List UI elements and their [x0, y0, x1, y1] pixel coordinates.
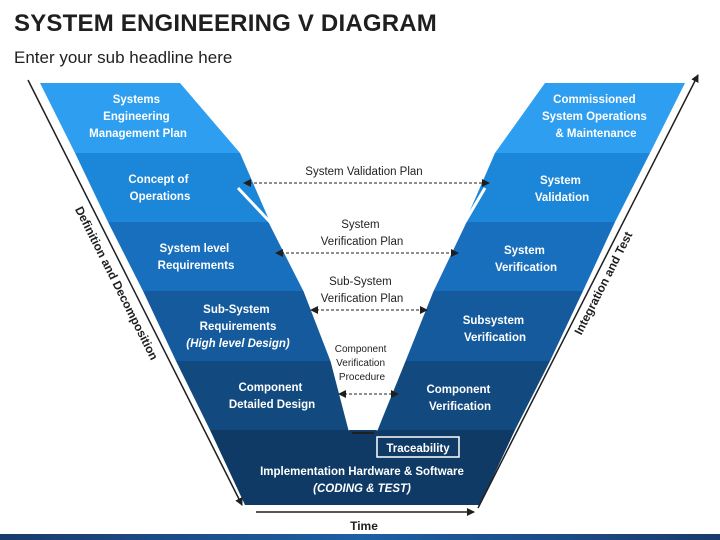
page-subtitle: Enter your sub headline here	[14, 48, 233, 67]
left-band-1-line-2: Engineering	[103, 111, 169, 123]
inner-v-left-edge	[236, 186, 352, 431]
right-band-2-line-2: Validation	[535, 192, 589, 204]
left-band-4-line-2: Requirements	[200, 321, 277, 333]
right-band-4-line-1: Subsystem	[463, 315, 524, 327]
plan-label-1: System Validation Plan	[305, 166, 422, 178]
left-band-2-line-1: Concept of	[128, 174, 188, 186]
right-band-3-label: System Verification	[495, 245, 557, 274]
right-band-3-line-2: Verification	[495, 262, 557, 274]
bottom-band-line-2: (CODING & TEST)	[313, 483, 411, 495]
right-band-5-line-1: Component	[426, 384, 490, 396]
right-band-3	[432, 222, 615, 291]
left-band-2	[75, 153, 270, 222]
left-band-2-line-2: Operations	[130, 191, 191, 203]
bottom-band-line-1: Implementation Hardware & Software	[260, 466, 464, 478]
right-band-5-line-2: Verification	[429, 401, 491, 413]
left-band-3	[108, 222, 305, 291]
right-band-1-line-3: & Maintenance	[555, 128, 636, 140]
right-band-4-line-2: Verification	[464, 332, 526, 344]
plan-label-2-line-2: Verification Plan	[321, 236, 403, 248]
left-band-3-line-2: Requirements	[158, 260, 235, 272]
left-band-1	[40, 83, 240, 153]
time-label: Time	[350, 519, 378, 533]
left-band-3-label: System level Requirements	[158, 243, 235, 272]
right-band-1-label: Commissioned System Operations & Mainten…	[542, 94, 650, 140]
left-band-5-line-1: Component	[238, 382, 302, 394]
left-band-5	[176, 361, 350, 430]
left-band-5-label: Component Detailed Design	[229, 382, 315, 411]
left-band-4-line-1: Sub-System	[203, 304, 269, 316]
inner-v-right-edge	[374, 187, 487, 431]
right-band-5-label: Component Verification	[426, 384, 493, 413]
right-band-4-label: Subsystem Verification	[463, 315, 528, 344]
plan-label-3: Sub-System Verification Plan	[321, 276, 403, 305]
left-band-3-line-1: System level	[160, 243, 230, 255]
plan-label-4: Component Verification Procedure	[335, 344, 389, 383]
left-band-4	[143, 291, 332, 361]
plan-label-4-line-3: Procedure	[339, 372, 386, 383]
right-band-4	[404, 291, 583, 361]
plan-label-2: System Verification Plan	[321, 219, 403, 248]
left-band-4-label: Sub-System Requirements	[200, 304, 277, 333]
definition-arrow	[27, 79, 243, 506]
right-band-2-line-1: System	[540, 175, 581, 187]
integration-arrow	[477, 74, 699, 509]
page-title: SYSTEM ENGINEERING V DIAGRAM	[14, 10, 437, 37]
left-band-4-italic: (High level Design)	[186, 338, 290, 350]
right-band-2-label: System Validation	[535, 175, 589, 204]
left-band-2-label: Concept of Operations	[128, 174, 191, 203]
right-band-2	[465, 153, 650, 222]
traceability-box	[376, 436, 460, 458]
traceability-label: Traceability	[386, 443, 450, 455]
plan-label-4-line-1: Component	[335, 344, 387, 355]
plan-label-3-line-1: Sub-System	[329, 276, 392, 288]
plan-label-3-line-2: Verification Plan	[321, 293, 403, 305]
right-band-3-line-1: System	[504, 245, 545, 257]
footer-bar	[0, 534, 720, 540]
right-band-1-line-1: Commissioned	[553, 94, 635, 106]
right-band-1	[495, 83, 685, 153]
left-band-1-line-1: Systems	[113, 94, 160, 106]
left-band-1-label: Systems Engineering Management Plan	[89, 94, 187, 140]
left-band-5-line-2: Detailed Design	[229, 399, 315, 411]
plan-label-2-line-1: System	[341, 219, 379, 231]
left-band-1-line-3: Management Plan	[89, 128, 187, 140]
right-band-5	[376, 361, 550, 430]
plan-label-4-line-2: Verification	[336, 358, 385, 369]
right-band-1-line-2: System Operations	[542, 111, 647, 123]
